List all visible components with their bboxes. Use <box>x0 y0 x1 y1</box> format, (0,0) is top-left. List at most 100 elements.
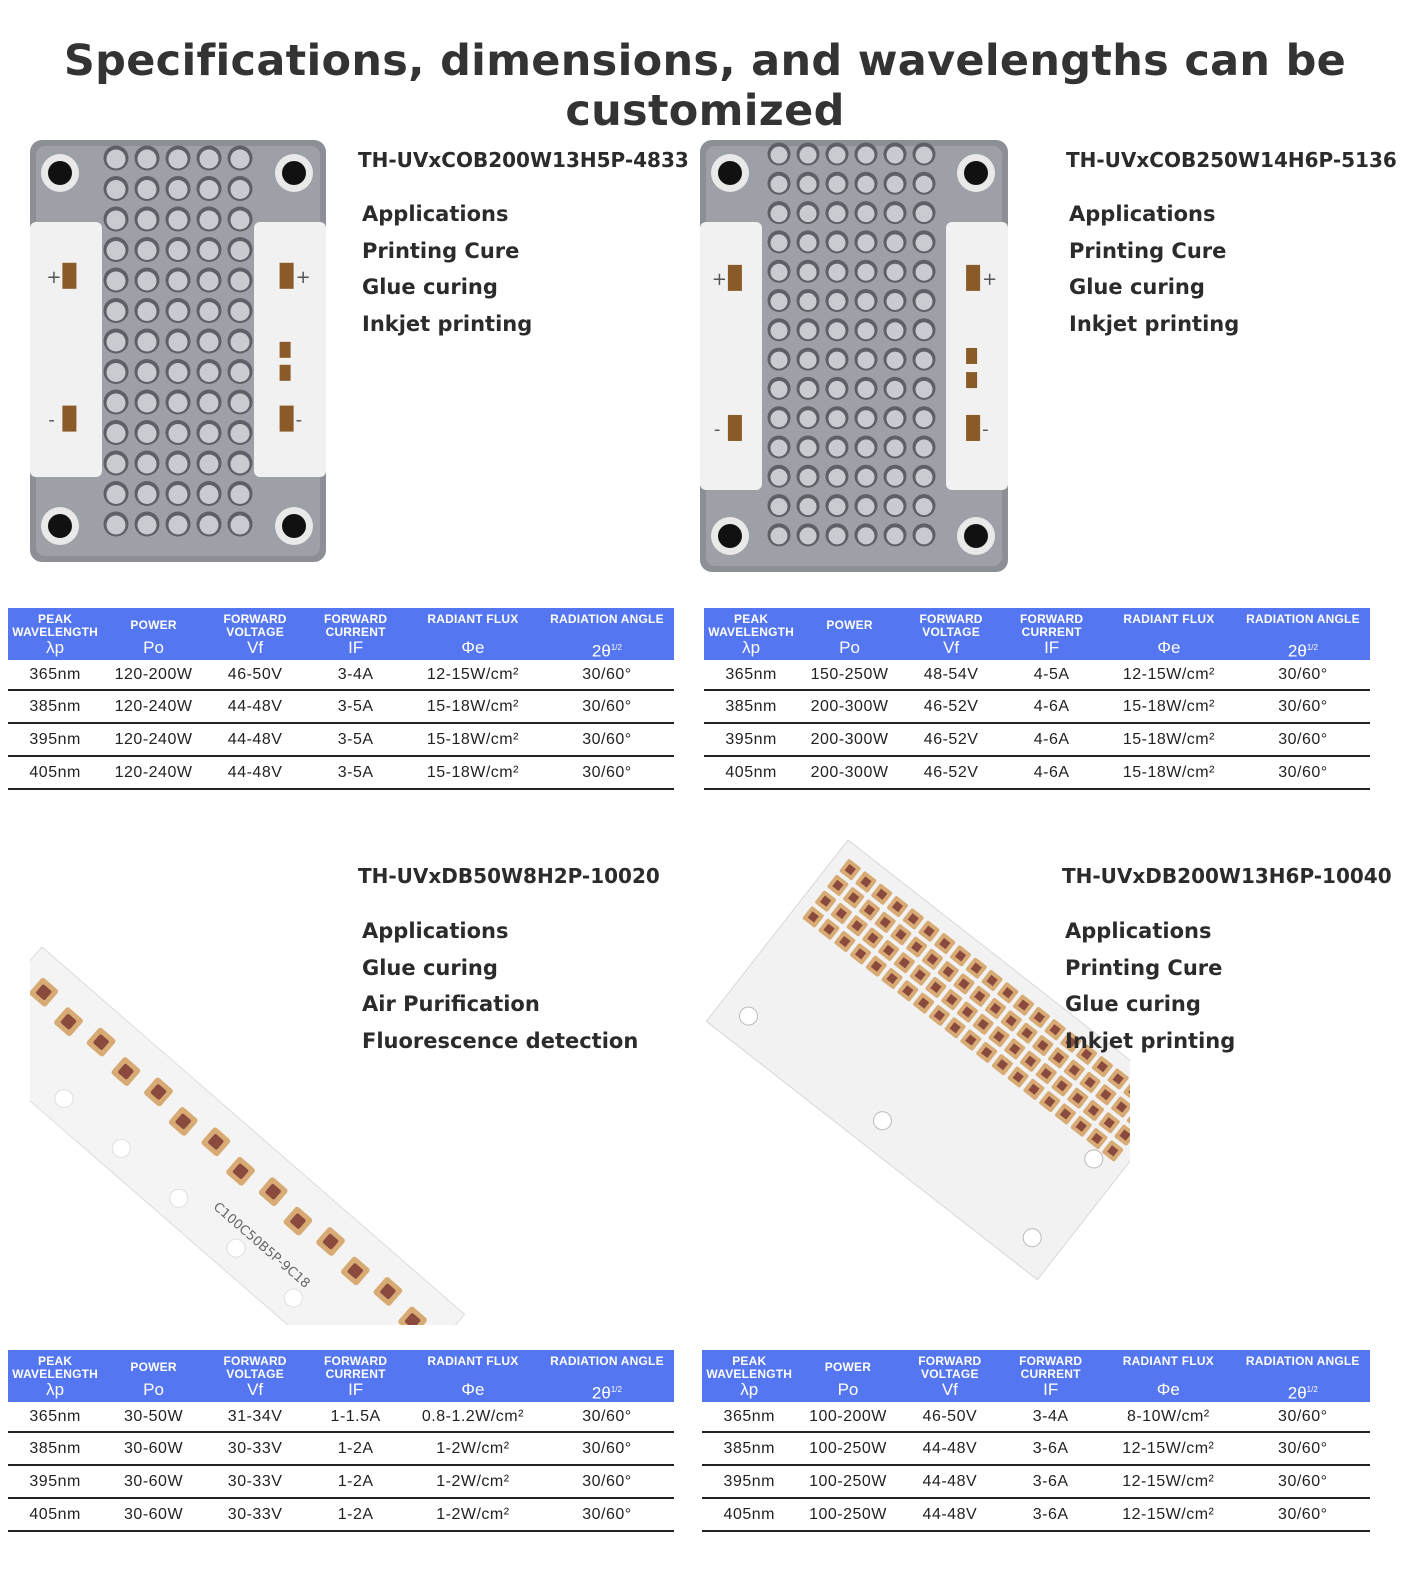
led-die <box>970 962 982 974</box>
table-cell: 30/60° <box>539 1402 674 1433</box>
column-symbol: IF <box>348 1380 364 1399</box>
led-lens <box>915 175 933 193</box>
led-lens <box>915 498 933 516</box>
table-cell: 1-2A <box>305 1465 406 1499</box>
led-lens <box>828 468 846 486</box>
column-label: FORWARD CURRENT <box>324 612 388 639</box>
led-lens <box>230 515 250 535</box>
table-cell: 46-52V <box>900 756 1002 790</box>
column-label: POWER <box>130 618 177 632</box>
terminal-pad <box>966 264 981 291</box>
table-cell: 395nm <box>8 723 103 757</box>
application-item: Printing Cure <box>1069 238 1227 263</box>
led-lens <box>137 180 157 199</box>
table-cell: 30/60° <box>1235 690 1370 724</box>
led-lens <box>857 498 875 516</box>
table-cell: 44-48V <box>899 1432 1001 1466</box>
led-lens <box>199 424 219 443</box>
led-lens <box>106 210 126 230</box>
table-cell: 44-48V <box>899 1498 1001 1532</box>
led-die <box>902 985 914 997</box>
cob-board-image-2: ++-- <box>700 140 1008 572</box>
led-die <box>1002 987 1014 999</box>
led-lens <box>199 515 219 535</box>
led-lens <box>230 180 250 199</box>
table-cell: 12-15W/cm² <box>1101 1432 1236 1466</box>
led-lens <box>137 241 157 260</box>
table-cell: 46-52V <box>900 723 1002 757</box>
table-cell: 44-48V <box>204 723 306 757</box>
led-lens <box>199 149 219 169</box>
table-cell: 365nm <box>8 1402 103 1433</box>
led-lens <box>168 424 188 443</box>
led-die <box>1065 1036 1077 1048</box>
table-cell: 46-52V <box>900 690 1002 724</box>
table-cell: 395nm <box>704 723 799 757</box>
led-lens <box>857 293 875 310</box>
led-die <box>1119 1129 1130 1141</box>
led-lens <box>168 241 188 260</box>
column-label: RADIANT FLUX <box>427 1354 519 1368</box>
table-cell: 30/60° <box>539 723 674 757</box>
led-die <box>1037 1039 1049 1052</box>
table-cell: 385nm <box>8 690 103 724</box>
led-die <box>876 888 888 900</box>
application-item: Printing Cure <box>362 238 520 263</box>
column-symbol: Po <box>837 1380 859 1399</box>
led-lens <box>770 263 788 281</box>
column-symbol: Vf <box>247 1380 264 1399</box>
table-cell: 100-250W <box>796 1465 900 1499</box>
board-marking: + <box>982 269 997 290</box>
terminal-pad <box>727 414 742 441</box>
table-cell: 8-10W/cm² <box>1101 1402 1236 1433</box>
table-cell: 4-6A <box>1001 690 1102 724</box>
led-lens <box>886 468 904 486</box>
table-cell: 3-6A <box>1000 1465 1102 1499</box>
column-symbol: Vf <box>247 638 264 657</box>
applications-list: Applications Printing Cure Glue curing I… <box>362 196 532 342</box>
led-lens <box>137 424 157 443</box>
column-symbol: IF <box>1043 1380 1059 1399</box>
led-lens <box>857 351 875 369</box>
table-cell: 30/60° <box>1235 1402 1370 1433</box>
table-cell: 48-54V <box>900 660 1002 691</box>
table-cell: 405nm <box>702 1498 797 1532</box>
led-lens <box>799 293 817 310</box>
table-cell: 15-18W/cm² <box>1101 690 1236 724</box>
led-die <box>1009 1043 1021 1055</box>
table-cell: 30-50W <box>102 1402 205 1433</box>
led-lens <box>230 332 250 352</box>
sensor-pad <box>966 372 978 389</box>
application-item: Glue curing <box>1065 992 1201 1016</box>
led-lens <box>799 527 817 545</box>
table-cell: 395nm <box>702 1465 797 1499</box>
led-lens <box>915 527 933 545</box>
led-die <box>823 923 835 935</box>
terminal-pad <box>279 405 294 432</box>
column-label: RADIANT FLUX <box>427 612 519 626</box>
board-marking: + <box>712 269 727 290</box>
column-symbol: Po <box>143 1380 164 1399</box>
led-lens <box>770 439 788 457</box>
led-lens <box>886 234 904 252</box>
led-lens <box>857 234 875 252</box>
led-lens <box>106 149 126 169</box>
column-symbol: IF <box>348 638 364 657</box>
side-pad-left <box>700 222 762 490</box>
led-die <box>907 913 919 925</box>
table-cell: 1-2W/cm² <box>405 1498 540 1532</box>
column-symbol: λp <box>740 1380 759 1399</box>
terminal-pad <box>62 262 77 289</box>
table-cell: 30/60° <box>1235 1498 1370 1532</box>
column-label: RADIANT FLUX <box>1122 1354 1214 1368</box>
led-lens <box>106 363 126 382</box>
